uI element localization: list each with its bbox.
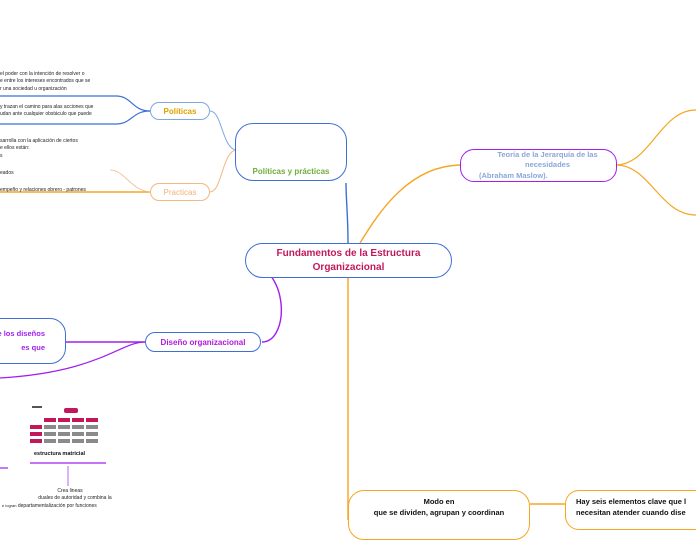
modo-line1: Modo en	[424, 497, 455, 508]
matrix-description-part: departamentalización por funciones	[18, 503, 97, 509]
diseno-node[interactable]: Diseño organizacional	[145, 332, 261, 352]
connector-practicas-upper	[110, 170, 150, 192]
practicas-text-1-line: e ellos están:	[0, 145, 78, 152]
practicas-text-2: eados	[0, 170, 14, 177]
practicas-text-1: sarrolla con la aplicación de ciertos e …	[0, 138, 78, 160]
politicas-text-1-line: el poder con la intención de resolver o	[0, 71, 90, 78]
connector-maslow-right-2	[616, 165, 696, 215]
politicas-practicas-node[interactable]: Políticas y prácticas	[235, 123, 347, 181]
seis-elementos-node[interactable]: Hay seis elementos clave que l necesitan…	[565, 490, 696, 530]
matrix-description-part: e logran	[2, 503, 16, 508]
practicas-node[interactable]: Practicas	[150, 183, 210, 201]
politicas-label: Políticas	[164, 107, 197, 116]
politicas-text-2-line: udan ante cualquier obstáculo que puede	[0, 111, 93, 118]
diseno-types-line2: es que	[21, 341, 45, 355]
practicas-text-3-value: empeño y relaciones obrero - patrones	[0, 187, 86, 193]
central-topic-line1: Fundamentos de la Estructura	[277, 247, 421, 261]
practicas-text-1-line: sarrolla con la aplicación de ciertos	[0, 138, 78, 145]
seis-line2: necesitan atender cuando dise	[576, 508, 686, 519]
politicas-text-1-line: e entre los intereses encontrados que se	[0, 78, 90, 85]
practicas-text-1-line: s	[0, 153, 78, 160]
connector-pp-practicas	[210, 150, 236, 192]
matrix-description-line: Crea lineas	[0, 488, 130, 495]
maslow-line1: Teoría de la Jerarquía de las necesidade…	[479, 150, 616, 171]
matricial-label-text: estructura matricial	[34, 451, 85, 457]
politicas-text-1-line: r una sociedad u organización	[0, 86, 90, 93]
politicas-text-1: el poder con la intención de resolver o …	[0, 71, 90, 93]
modo-line2: que se dividen, agrupan y coordinan	[374, 508, 504, 519]
diseno-types-node[interactable]: e los diseños es que	[0, 318, 66, 364]
connector-central-politicas-practicas	[346, 183, 348, 243]
maslow-node[interactable]: Teoría de la Jerarquía de las necesidade…	[460, 149, 617, 182]
politicas-text-2-line: y trazan el camino para alas acciones qu…	[0, 104, 93, 111]
matrix-description-line: duales de autoridad y combina la	[0, 495, 130, 502]
matrix-description: Crea lineas duales de autoridad y combin…	[0, 488, 130, 510]
central-topic-line2: Organizacional	[313, 261, 385, 275]
matricial-label: estructura matricial	[34, 451, 85, 459]
modo-node[interactable]: Modo en que se dividen, agrupan y coordi…	[348, 490, 530, 540]
connector-central-maslow	[360, 165, 460, 243]
diseno-label: Diseño organizacional	[161, 338, 246, 347]
matrix-chart-thumbnail	[28, 402, 106, 452]
maslow-line2: (Abraham Maslow).	[479, 171, 548, 182]
politicas-node[interactable]: Políticas	[150, 102, 210, 120]
practicas-text-2-value: eados	[0, 170, 14, 176]
practicas-label: Practicas	[164, 188, 197, 197]
matrix-description-line: e logran departamentalización por funcio…	[0, 503, 130, 510]
connector-pp-politicas	[210, 111, 236, 150]
practicas-text-3: empeño y relaciones obrero - patrones	[0, 187, 86, 194]
politicas-practicas-label: Políticas y prácticas	[253, 167, 330, 176]
diseno-types-line1: e los diseños	[0, 327, 45, 341]
seis-line1: Hay seis elementos clave que l	[576, 497, 686, 508]
central-topic[interactable]: Fundamentos de la Estructura Organizacio…	[245, 243, 452, 278]
connector-maslow-right	[616, 110, 696, 165]
politicas-text-2: y trazan el camino para alas acciones qu…	[0, 104, 93, 119]
